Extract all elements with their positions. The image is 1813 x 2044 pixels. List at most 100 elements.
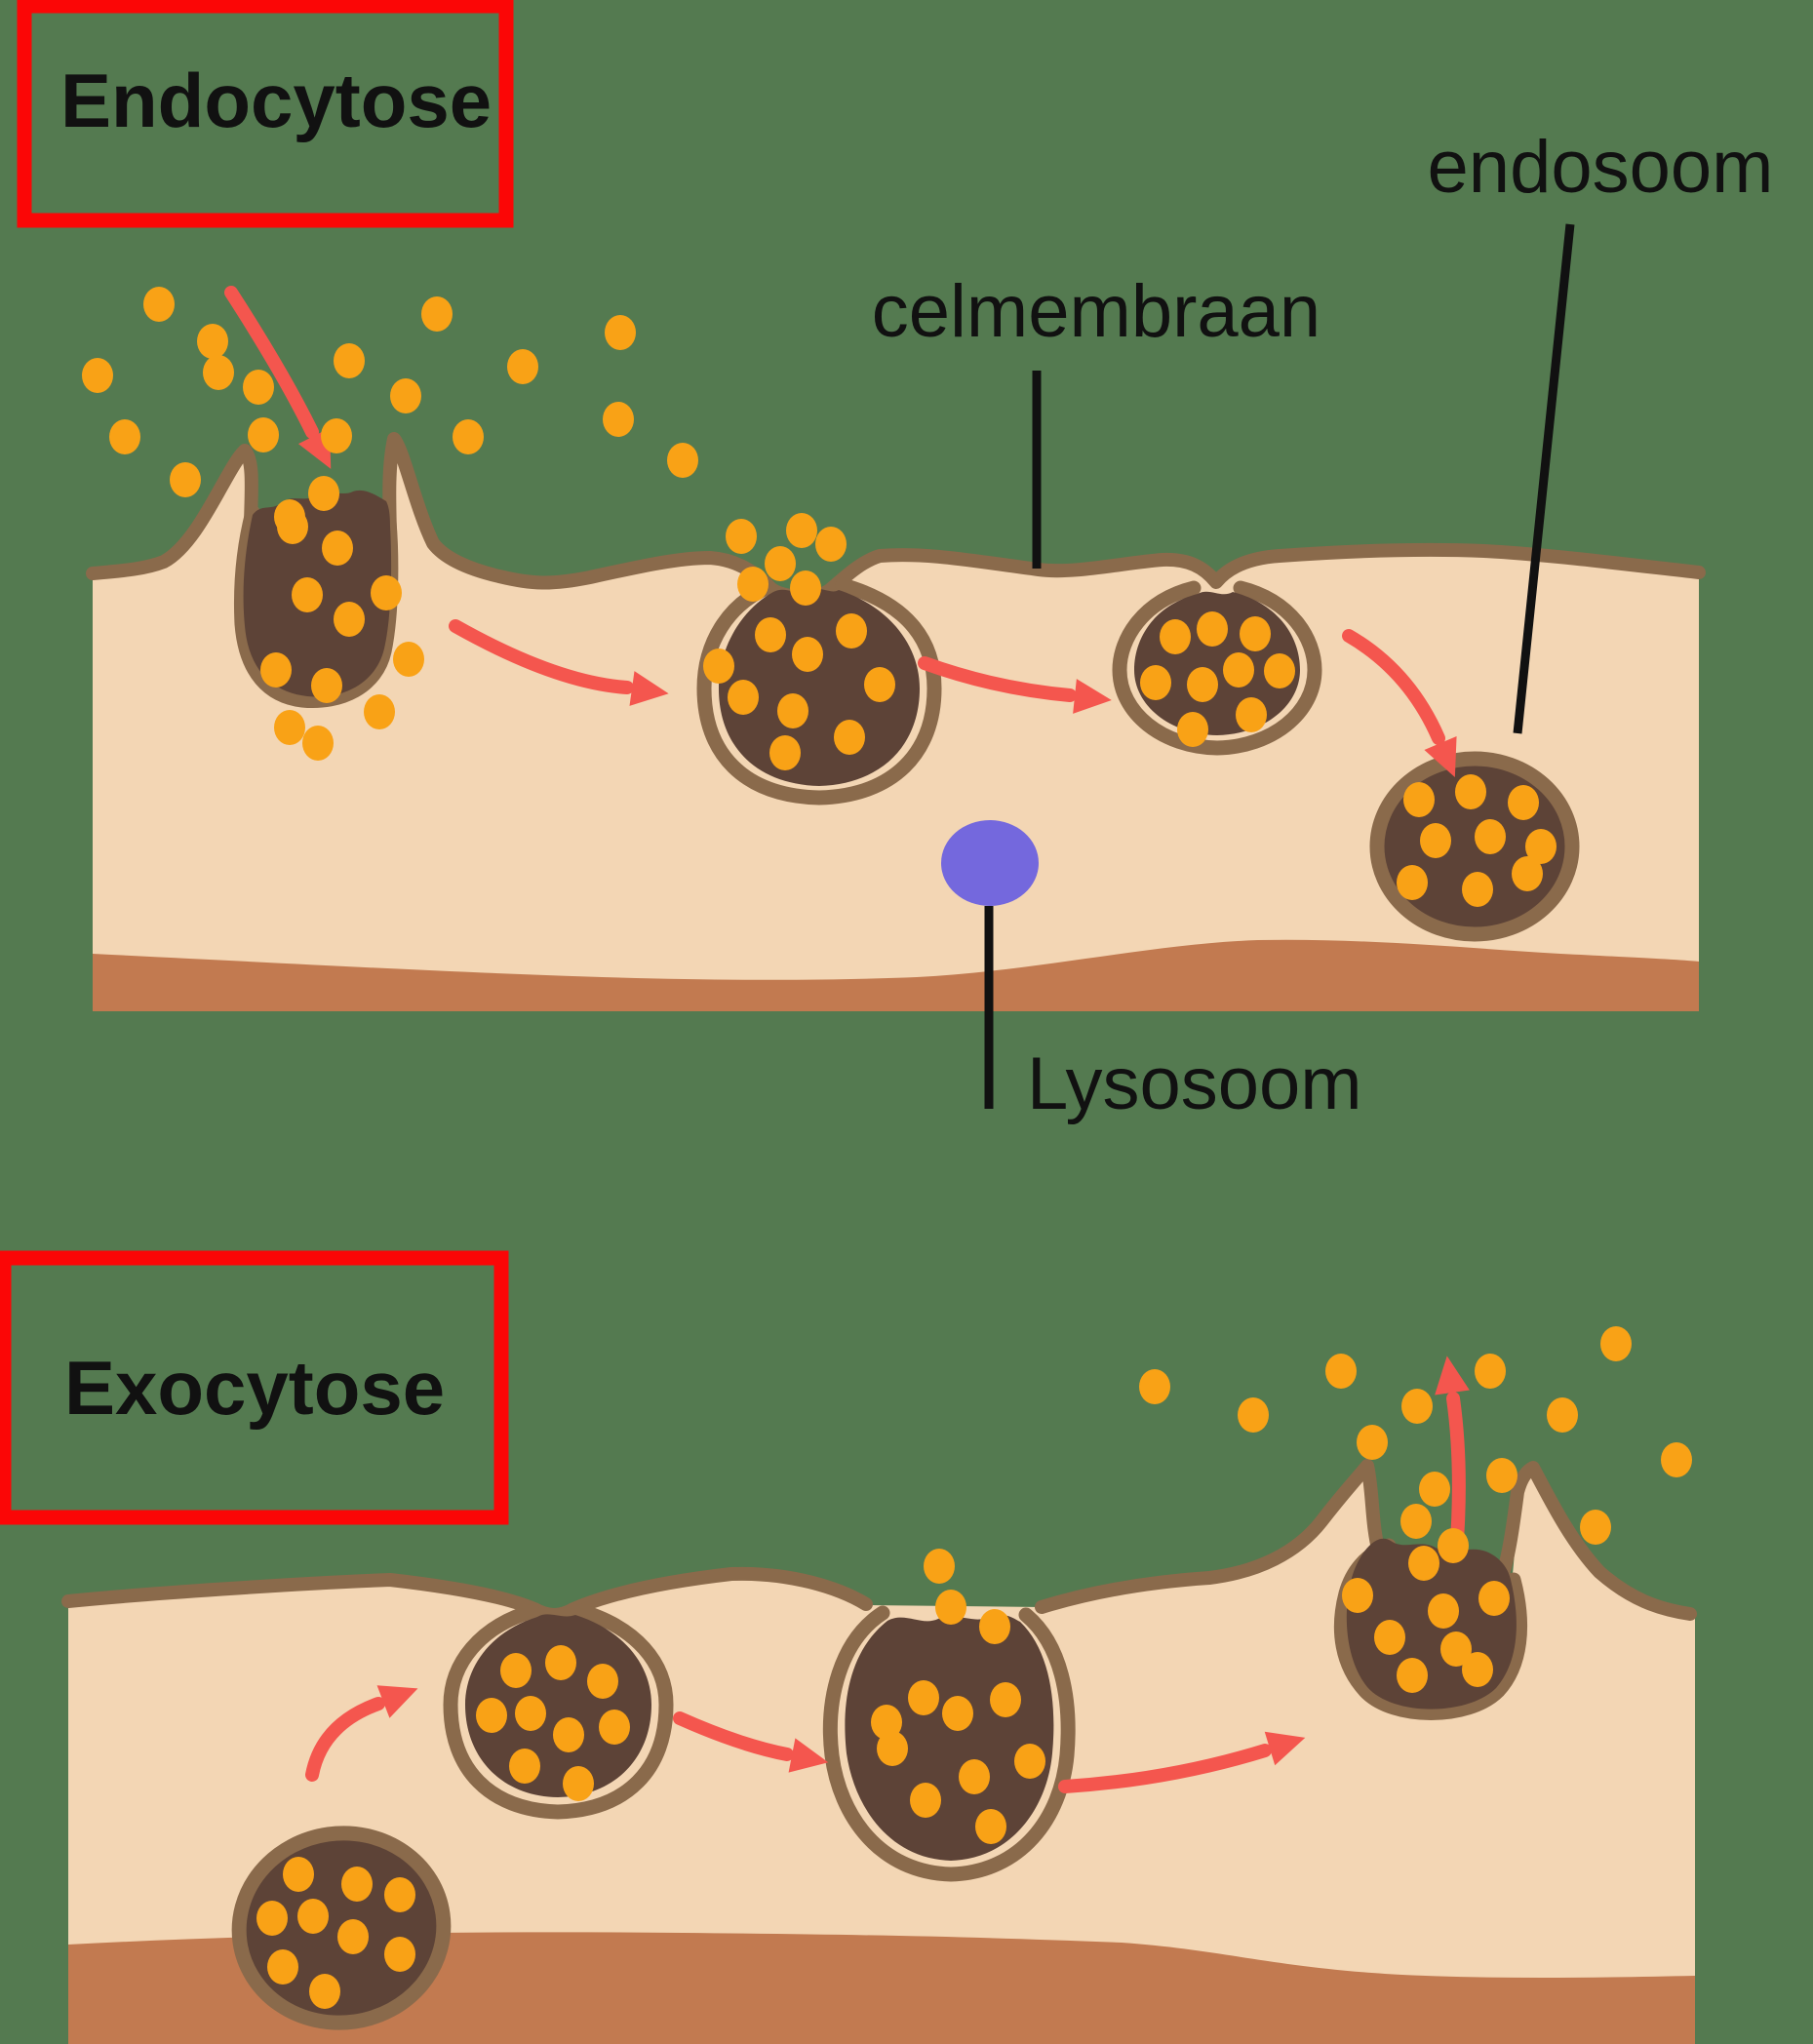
particle-endosome_interior <box>1508 785 1539 820</box>
particle-cup1_interior <box>371 575 402 610</box>
top-cell-membrane <box>86 432 1706 604</box>
particle-released_extracellular <box>1486 1458 1517 1493</box>
particle-vesicle2_interior <box>728 680 759 715</box>
particle-final_cup_interior <box>1408 1546 1439 1581</box>
particle-bottom_vesicle3_interior <box>942 1696 973 1731</box>
particle-released_extracellular <box>1547 1397 1578 1433</box>
particle-top_extracellular <box>603 402 634 437</box>
particle-bottom_vesicle1_interior <box>256 1901 288 1936</box>
particle-top_extracellular <box>421 296 453 332</box>
particle-released_extracellular <box>1580 1510 1611 1545</box>
particle-vesicle3_interior <box>1240 616 1271 651</box>
particle-bottom_vesicle1_interior <box>297 1899 329 1934</box>
particle-bottom_vesicle2_interior <box>545 1645 576 1680</box>
particle-vesicle3_interior <box>1223 652 1254 688</box>
particle-top_extracellular <box>109 419 140 454</box>
particle-top_extracellular <box>82 358 113 393</box>
particle-vesicle3_interior <box>1140 665 1171 700</box>
particle-vesicle3_interior <box>1264 653 1295 688</box>
bottom-cell-base-band <box>68 1932 1695 2044</box>
particle-bottom_vesicle3_interior <box>871 1705 902 1740</box>
particle-released_extracellular <box>1661 1442 1692 1477</box>
particle-final_cup_interior <box>1374 1620 1405 1655</box>
particle-cup1_interior <box>311 668 342 703</box>
particle-vesicle2_interior <box>836 613 867 649</box>
particle-bottom_vesicle2_interior <box>509 1749 540 1784</box>
particle-released_extracellular <box>1600 1326 1632 1361</box>
particle-bottom_vesicle3_interior <box>975 1809 1006 1844</box>
endocytosis-title: Endocytose <box>60 58 492 143</box>
particle-bottom_vesicle1_interior <box>283 1857 314 1892</box>
particle-endosome_interior <box>1403 782 1435 817</box>
top-cell-base-band <box>93 939 1699 1011</box>
particle-bottom_vesicle1_interior <box>309 1974 340 2009</box>
particle-vesicle2_neck <box>790 570 821 606</box>
arrow-cup-to-vesicle-head <box>629 671 669 706</box>
particle-final_cup_interior <box>1440 1631 1472 1667</box>
cell-membrane-label: celmembraan <box>872 270 1320 353</box>
particle-top_extracellular <box>726 519 757 554</box>
particle-top_extracellular <box>170 462 201 497</box>
exocytosis-fusing-vesicle <box>822 1605 1076 1882</box>
particle-bottom_vesicle2_interior <box>587 1664 618 1699</box>
arrow-docked-travel-head <box>788 1738 829 1773</box>
annotations: celmembraan endosoom Lysosoom Endocytose… <box>0 0 1773 1525</box>
arrow-to-endosome-head <box>1424 735 1457 777</box>
particle-bottom_vesicle3_mouth <box>935 1590 966 1625</box>
arrow-cup-to-vesicle <box>449 619 634 694</box>
arrow-to-fusion <box>1058 1744 1272 1793</box>
particle-endosome_interior <box>1462 872 1493 907</box>
particle-vesicle2_interior <box>777 693 808 728</box>
particle-vesicle2_interior <box>755 617 786 652</box>
particle-top_extracellular <box>667 443 698 478</box>
particle-bottom_vesicle2_interior <box>553 1717 584 1752</box>
particle-released_extracellular <box>1475 1354 1506 1389</box>
particle-vesicle2_interior <box>769 735 801 770</box>
arrow-into-cup <box>224 286 319 439</box>
particle-endosome_interior <box>1397 865 1428 900</box>
particle-bottom_vesicle2_interior <box>476 1698 507 1733</box>
particle-cup1_interior <box>302 726 334 761</box>
particle-top_extracellular <box>390 378 421 413</box>
particle-vesicle2_neck <box>765 546 796 581</box>
arrow-vesicle-travel <box>918 656 1077 702</box>
particle-released_extracellular <box>1238 1397 1269 1433</box>
particle-cup1_interior <box>334 602 365 637</box>
vesicle3-ring <box>1112 580 1322 756</box>
particle-final_cup_interior <box>1462 1652 1493 1687</box>
particle-endosome_interior <box>1420 823 1451 858</box>
particle-cup1_interior <box>260 652 292 688</box>
particle-vesicle2_interior <box>864 667 895 702</box>
endocytosis-title-box <box>17 0 514 228</box>
particle-vesicle3_interior <box>1187 667 1218 702</box>
particle-bottom_vesicle3_interior <box>910 1783 941 1818</box>
particle-top_extracellular <box>248 417 279 452</box>
particle-final_cup_neck <box>1438 1528 1469 1563</box>
particle-released_extracellular <box>1325 1354 1357 1389</box>
particle-endosome_interior <box>1455 774 1486 809</box>
arrow-to-endosome <box>1342 629 1445 745</box>
particle-bottom_vesicle3_interior <box>877 1731 908 1766</box>
particle-cup1_interior <box>364 694 395 729</box>
particle-top_extracellular <box>815 527 847 562</box>
particle-released_extracellular <box>1139 1369 1170 1404</box>
particle-bottom_vesicle1_interior <box>267 1949 298 1985</box>
particle-vesicle3_interior <box>1177 712 1208 747</box>
fusing-vesicle-interior <box>845 1614 1054 1861</box>
arrow-vesicle-travel-head <box>1073 679 1112 714</box>
particle-top_extracellular <box>243 370 274 405</box>
particle-final_cup_neck <box>1400 1504 1432 1539</box>
particle-top_extracellular <box>321 418 352 453</box>
arrow-docked-travel <box>673 1711 794 1761</box>
particle-released_extracellular <box>1401 1389 1433 1424</box>
particle-bottom_vesicle1_interior <box>384 1937 415 1972</box>
particle-cup1_mouth <box>274 499 305 534</box>
exocytosis-title-box <box>0 1250 509 1525</box>
endosome-pointer-line <box>1513 223 1575 734</box>
particle-vesicle3_interior <box>1160 619 1191 654</box>
particle-bottom_vesicle1_interior <box>341 1867 373 1902</box>
particle-vesicle2_interior <box>792 637 823 672</box>
particle-final_cup_interior <box>1428 1593 1459 1629</box>
particle-vesicle2_interior <box>834 720 865 755</box>
